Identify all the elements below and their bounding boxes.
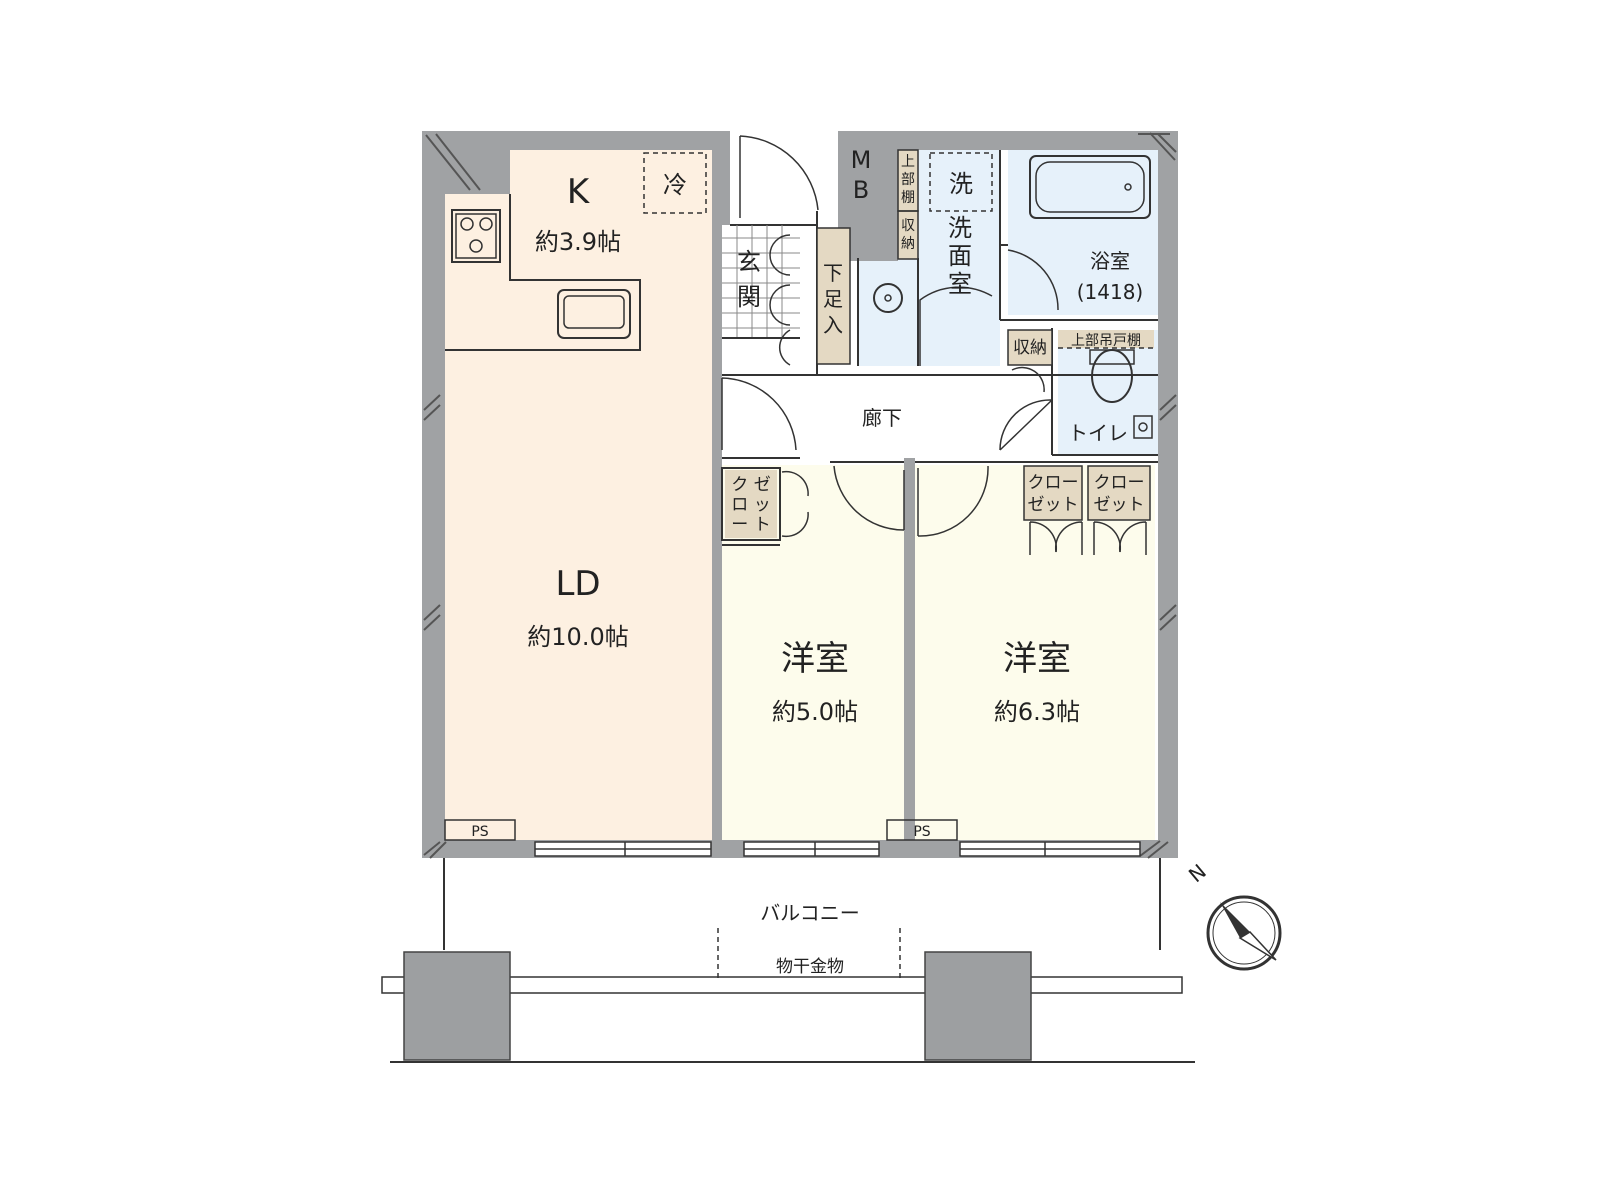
kitchen-name: K: [567, 172, 591, 212]
shoe-storage: [817, 228, 850, 364]
shoe-label-1: 下: [823, 261, 843, 285]
washer-label: 洗: [949, 170, 973, 198]
washroom-label-2: 面: [948, 242, 972, 270]
mb-label-1: M: [851, 146, 872, 174]
toilet-icon: [1089, 349, 1153, 439]
closet-vertical: [725, 470, 777, 538]
upper-shelf-1: 上: [901, 154, 915, 170]
storage-outlines: [816, 149, 1151, 521]
drying-hardware-label: 物干金物: [776, 957, 844, 977]
entrance-label-1: 玄: [737, 248, 761, 276]
ps-right-box: [886, 819, 958, 841]
washroom-label-3: 室: [948, 270, 972, 298]
compass-icon: [1206, 895, 1282, 971]
wall-hatching: [423, 132, 1177, 859]
entrance-tiles: [722, 225, 800, 338]
floor-fills: [445, 150, 1158, 840]
living-size: 約10.0帖: [527, 623, 628, 651]
upper-shelf-3: 棚: [901, 190, 915, 206]
fridge-space: [643, 152, 707, 214]
windows: [534, 841, 1141, 857]
ldk-floor: [445, 150, 712, 840]
upper-shelf: [898, 150, 918, 211]
balcony-label: バルコニー: [760, 901, 860, 925]
shoe-label-3: 入: [823, 313, 843, 337]
bedroom1-name: 洋室: [781, 639, 849, 679]
closet-vertical-2: ロ ッ: [731, 495, 770, 515]
storage-small-2: 納: [901, 236, 915, 252]
washer-space: [929, 152, 993, 212]
kitchen-size: 約3.9帖: [535, 228, 621, 256]
bath-size: (1418): [1077, 280, 1144, 304]
living-name: LD: [555, 564, 600, 604]
washroom-floor: [918, 150, 1000, 366]
closet-b-2: ゼット: [1094, 495, 1145, 515]
entrance-label-2: 関: [737, 283, 761, 311]
closet-a-1: クロー: [1028, 473, 1079, 493]
washroom-storage: [898, 211, 918, 259]
ps-right-label: PS: [913, 824, 930, 840]
wall-inner-ld: [712, 225, 722, 840]
fridge-label: 冷: [663, 171, 687, 199]
labels: K 約3.9帖 冷 LD 約10.0帖 玄 関 下 足 入 M B 上 部 棚 …: [471, 146, 1210, 977]
storage-small-1: 収: [901, 218, 915, 234]
bedroom1-size: 約5.0帖: [772, 698, 858, 726]
mb-label-2: B: [853, 176, 869, 204]
toilet-label: トイレ: [1068, 421, 1128, 445]
sink-icon: [557, 289, 631, 339]
closet-a: [1024, 466, 1082, 520]
bath-floor: [1008, 150, 1158, 315]
shoe-label-2: 足: [823, 287, 843, 311]
toilet-storage-label: 収納: [1013, 338, 1047, 358]
washbasin-icon: [873, 283, 903, 313]
storage-blocks: [725, 150, 1154, 538]
closet-a-2: ゼット: [1028, 495, 1079, 515]
column-left: [403, 951, 511, 1061]
ps-left-label: PS: [471, 824, 488, 840]
upper-cabinet: [1058, 330, 1154, 348]
bath-name: 浴室: [1090, 249, 1130, 273]
doors: [721, 135, 1147, 555]
entrance-floor: [722, 218, 817, 338]
closet-b-1: クロー: [1094, 473, 1145, 493]
toilet-storage: [1008, 330, 1052, 365]
bathtub-icon: [1029, 155, 1151, 219]
upper-shelf-2: 部: [901, 172, 915, 188]
bedroom2-size: 約6.3帖: [994, 698, 1080, 726]
stove-icon: [451, 209, 501, 263]
washroom-label-1: 洗: [948, 214, 972, 242]
wall-bed-divider: [904, 458, 915, 840]
closet-b: [1088, 466, 1150, 520]
bedroom2-floor: [915, 465, 1155, 840]
ps-left-box: [444, 819, 516, 841]
closet-vertical-3: ー ト: [731, 515, 770, 535]
balcony: [381, 858, 1195, 1063]
compass-north-label: N: [1184, 859, 1211, 887]
closet-vertical-1: ク ゼ: [731, 475, 770, 495]
column-right: [924, 951, 1032, 1061]
bedroom2-name: 洋室: [1003, 639, 1071, 679]
hallway-label: 廊下: [862, 406, 902, 430]
upper-cabinet-label: 上部吊戸棚: [1071, 333, 1141, 349]
